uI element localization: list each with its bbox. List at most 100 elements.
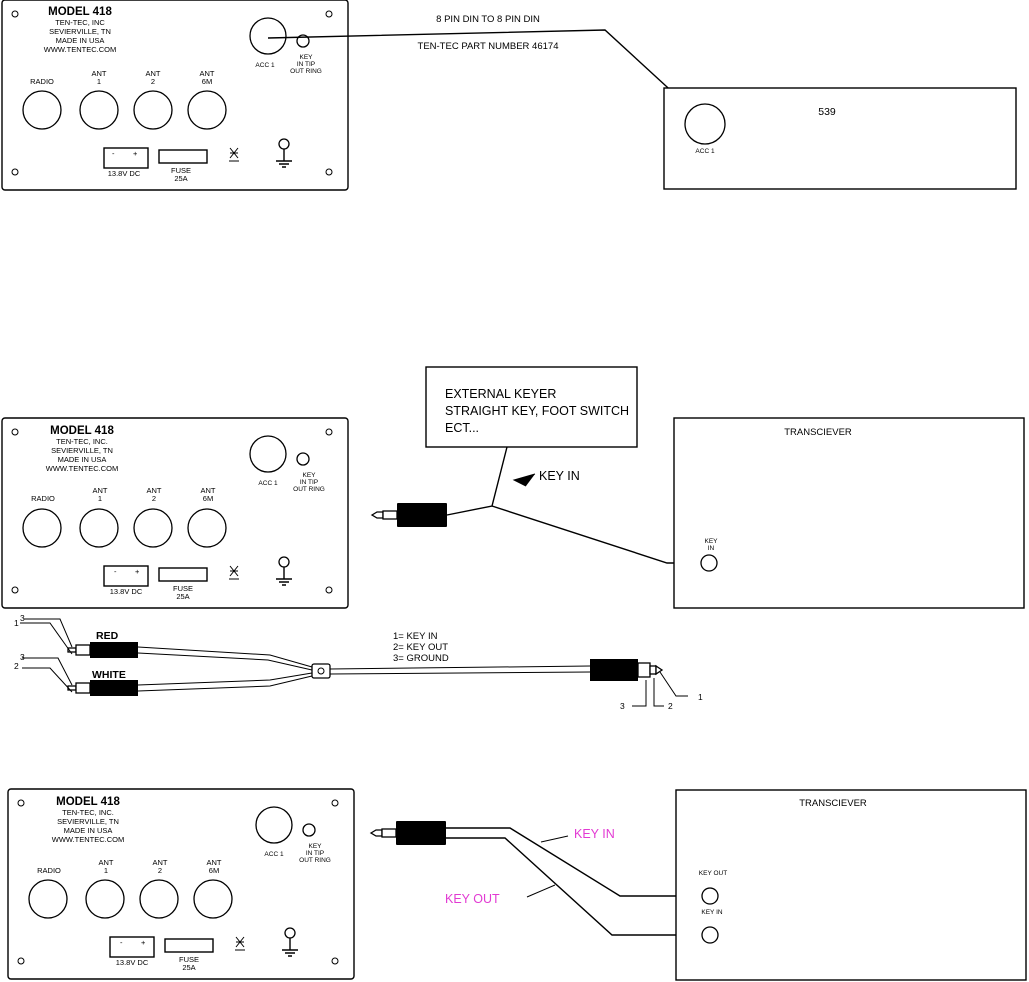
device-539-acc-jack <box>684 103 726 145</box>
device-539-box <box>663 87 1017 190</box>
ant6m-label: ANT <box>200 69 215 78</box>
panel2-ant2: ANT <box>147 486 162 495</box>
panel2-dc: 13.8V DC <box>110 587 143 596</box>
rca-white-pin-2: 2 <box>14 661 19 671</box>
panel2-minus: - <box>114 567 117 576</box>
plug-pin-1: 1 <box>698 692 703 702</box>
key-label-1: KEY <box>299 54 313 61</box>
key-in-wire <box>446 837 701 936</box>
transceiver-2-label: TRANSCIEVER <box>784 427 852 438</box>
diagram3-stereo-plug <box>370 820 447 846</box>
tx2-key-in-jack <box>700 554 718 572</box>
tx3-key-out-label: KEY OUT <box>699 870 727 877</box>
panel3-model: MODEL 418 <box>56 796 120 808</box>
legend-key-in: 1= KEY IN <box>393 631 438 642</box>
panel3-minus: - <box>120 938 123 947</box>
panel3-ant6m: ANT <box>207 858 222 867</box>
diagram3-key-out-label: KEY OUT <box>445 892 500 906</box>
rca-plug-white <box>67 679 139 697</box>
dc-minus: - <box>112 149 115 158</box>
panel3-ant6m-num: 6M <box>209 866 219 875</box>
transceiver-3-label: TRANSCIEVER <box>799 798 867 809</box>
panel3-fuse-rating: 25A <box>182 963 195 972</box>
dc-plus: + <box>133 149 138 158</box>
panel3-key-3: OUT RING <box>299 857 331 864</box>
panel2-acc-label: ACC 1 <box>258 480 278 487</box>
tx3-key-out-jack <box>701 887 719 905</box>
panel-origin: MADE IN USA <box>56 36 105 45</box>
transceiver-box-2 <box>673 417 1025 609</box>
panel2-ant1-num: 1 <box>98 494 102 503</box>
panel2-ant6m-num: 6M <box>203 494 213 503</box>
ant2-label: ANT <box>146 69 161 78</box>
panel3-plus: + <box>141 938 146 947</box>
rca-plug-red <box>67 641 139 659</box>
tx3-key-in-jack <box>701 926 719 944</box>
panel-maker: TEN-TEC, INC <box>55 18 105 27</box>
tx2-in-label: IN <box>708 545 715 552</box>
plug-pin-2: 2 <box>668 701 673 711</box>
panel3-ant1: ANT <box>99 858 114 867</box>
panel3-key-2: IN TIP <box>306 850 324 857</box>
panel3-dc: 13.8V DC <box>116 958 149 967</box>
panel3-radio: RADIO <box>37 866 61 875</box>
diagram2-key-in-label: KEY IN <box>539 469 580 483</box>
key-label-3: OUT RING <box>290 68 322 75</box>
key-in-leader <box>540 835 569 843</box>
panel-web: WWW.TENTEC.COM <box>44 45 117 54</box>
ant2-num: 2 <box>151 77 155 86</box>
adapter-cable <box>20 618 688 707</box>
radio-label: RADIO <box>30 77 54 86</box>
panel2-fuse-rating: 25A <box>176 592 189 601</box>
rca-red-pin-3: 3 <box>20 613 25 623</box>
panel3-web: WWW.TENTEC.COM <box>52 835 125 844</box>
din-cable-title: 8 PIN DIN TO 8 PIN DIN <box>436 14 540 25</box>
keyer-line-2: STRAIGHT KEY, FOOT SWITCH <box>445 404 629 418</box>
external-keyer-box <box>425 366 638 448</box>
diagram2-key-plug <box>371 502 448 528</box>
panel3-fuse: FUSE <box>179 955 199 964</box>
key-label-2: IN TIP <box>297 61 315 68</box>
rca-white-pin-3: 3 <box>20 652 25 662</box>
key-out-wire <box>446 827 701 897</box>
legend-ground: 3= GROUND <box>393 653 449 664</box>
fuse-label: FUSE <box>171 166 191 175</box>
panel2-maker: TEN-TEC, INC. <box>56 437 108 446</box>
panel2-key-2: IN TIP <box>300 479 318 486</box>
panel3-ant2-num: 2 <box>158 866 162 875</box>
panel2-plus: + <box>135 567 140 576</box>
transceiver-box-3 <box>675 789 1027 981</box>
panel3-ant2: ANT <box>153 858 168 867</box>
fuse-rating: 25A <box>174 174 187 183</box>
panel2-ant2-num: 2 <box>152 494 156 503</box>
panel2-model: MODEL 418 <box>50 425 114 437</box>
panel2-origin: MADE IN USA <box>58 455 107 464</box>
amp-panel-3-labels: MODEL 418 TEN-TEC, INC. SEVIERVILLE, TN … <box>37 796 331 972</box>
panel3-maker: TEN-TEC, INC. <box>62 808 114 817</box>
ant6m-num: 6M <box>202 77 212 86</box>
panel3-ant1-num: 1 <box>104 866 108 875</box>
panel2-key-1: KEY <box>302 472 316 479</box>
panel3-acc-label: ACC 1 <box>264 851 284 858</box>
din-part-number: TEN-TEC PART NUMBER 46174 <box>418 41 559 52</box>
legend-key-out: 2= KEY OUT <box>393 642 448 653</box>
ant1-label: ANT <box>92 69 107 78</box>
transceiver-key-wire <box>491 505 700 564</box>
key-out-leader <box>526 884 556 898</box>
panel-city: SEVIERVILLE, TN <box>49 27 111 36</box>
keyer-line-1: EXTERNAL KEYER <box>445 387 556 401</box>
acc-label: ACC 1 <box>255 62 275 69</box>
rca-white-label: WHITE <box>92 669 126 681</box>
device-539-acc-label: ACC 1 <box>695 148 715 155</box>
panel2-ant6m: ANT <box>201 486 216 495</box>
plug-pin-3: 3 <box>620 701 625 711</box>
panel3-key-1: KEY <box>308 843 322 850</box>
ant1-num: 1 <box>97 77 101 86</box>
diagram3-key-in-label: KEY IN <box>574 827 615 841</box>
rca-red-pin-1: 1 <box>14 618 19 628</box>
panel2-city: SEVIERVILLE, TN <box>51 446 113 455</box>
panel-model: MODEL 418 <box>48 6 112 18</box>
keyer-line-3: ECT... <box>445 421 479 435</box>
device-539-label: 539 <box>818 106 836 118</box>
